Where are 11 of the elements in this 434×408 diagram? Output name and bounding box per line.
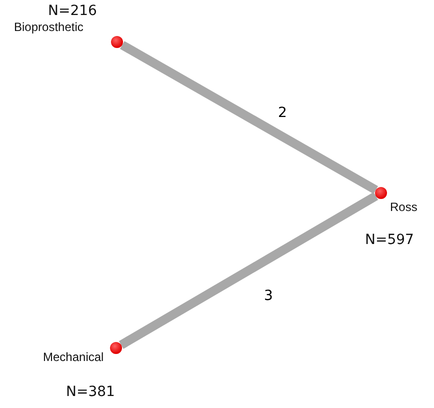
sample-size-label: N=381 [66, 384, 115, 400]
sample-size-label: N=597 [365, 232, 414, 248]
connector-tube [120, 41, 378, 194]
node-dot [375, 187, 387, 199]
node-label: Mechanical [43, 350, 104, 364]
node-label: Bioprosthetic [14, 20, 84, 34]
sample-size-label: N=216 [48, 3, 97, 19]
node-dot [110, 342, 122, 354]
node-label: Ross [390, 200, 418, 214]
node-dot [111, 36, 123, 48]
connector-tube [118, 192, 378, 349]
